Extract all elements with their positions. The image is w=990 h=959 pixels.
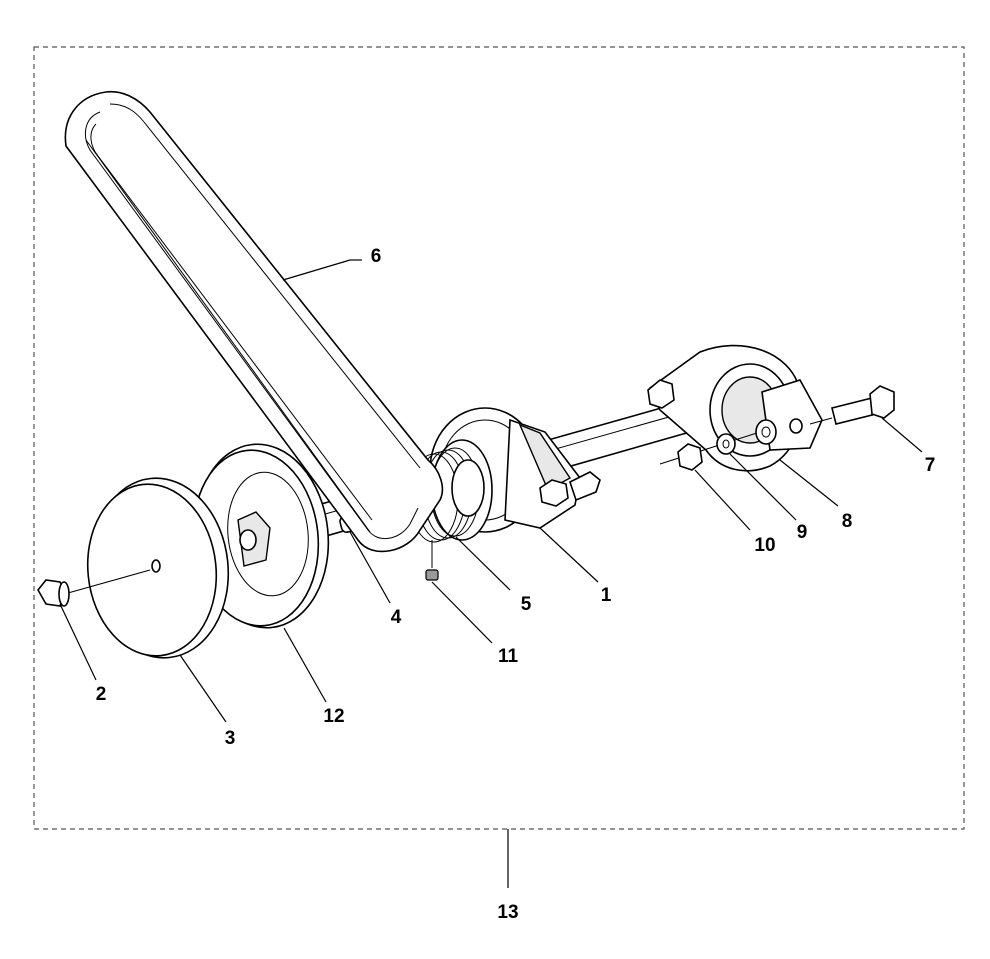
callout-7: 7 — [924, 455, 936, 476]
callout-10: 10 — [754, 535, 776, 556]
callout-1: 1 — [600, 585, 612, 606]
washers — [659, 419, 777, 465]
callout-11: 11 — [497, 646, 519, 667]
assembly-boundary — [33, 46, 965, 830]
callout-5: 5 — [520, 594, 532, 615]
callout-8: 8 — [841, 511, 853, 532]
grub-screw — [425, 540, 439, 581]
pulley-bolt — [37, 569, 151, 607]
callout-12: 12 — [323, 706, 345, 727]
drive-belt — [64, 90, 444, 553]
callout-13: 13 — [497, 902, 519, 923]
housing-bolt — [809, 385, 895, 425]
cover-disc — [86, 477, 230, 659]
callout-4: 4 — [390, 607, 402, 628]
leader-lines — [59, 259, 923, 723]
callout-9: 9 — [796, 522, 808, 543]
callout-3: 3 — [224, 728, 236, 749]
callout-6: 6 — [370, 246, 382, 267]
spring-collar — [409, 439, 493, 543]
housing-bolt-head — [539, 471, 601, 507]
bearing-housing-right — [647, 344, 823, 472]
callout-2: 2 — [95, 684, 107, 705]
hex-nut — [677, 443, 703, 471]
